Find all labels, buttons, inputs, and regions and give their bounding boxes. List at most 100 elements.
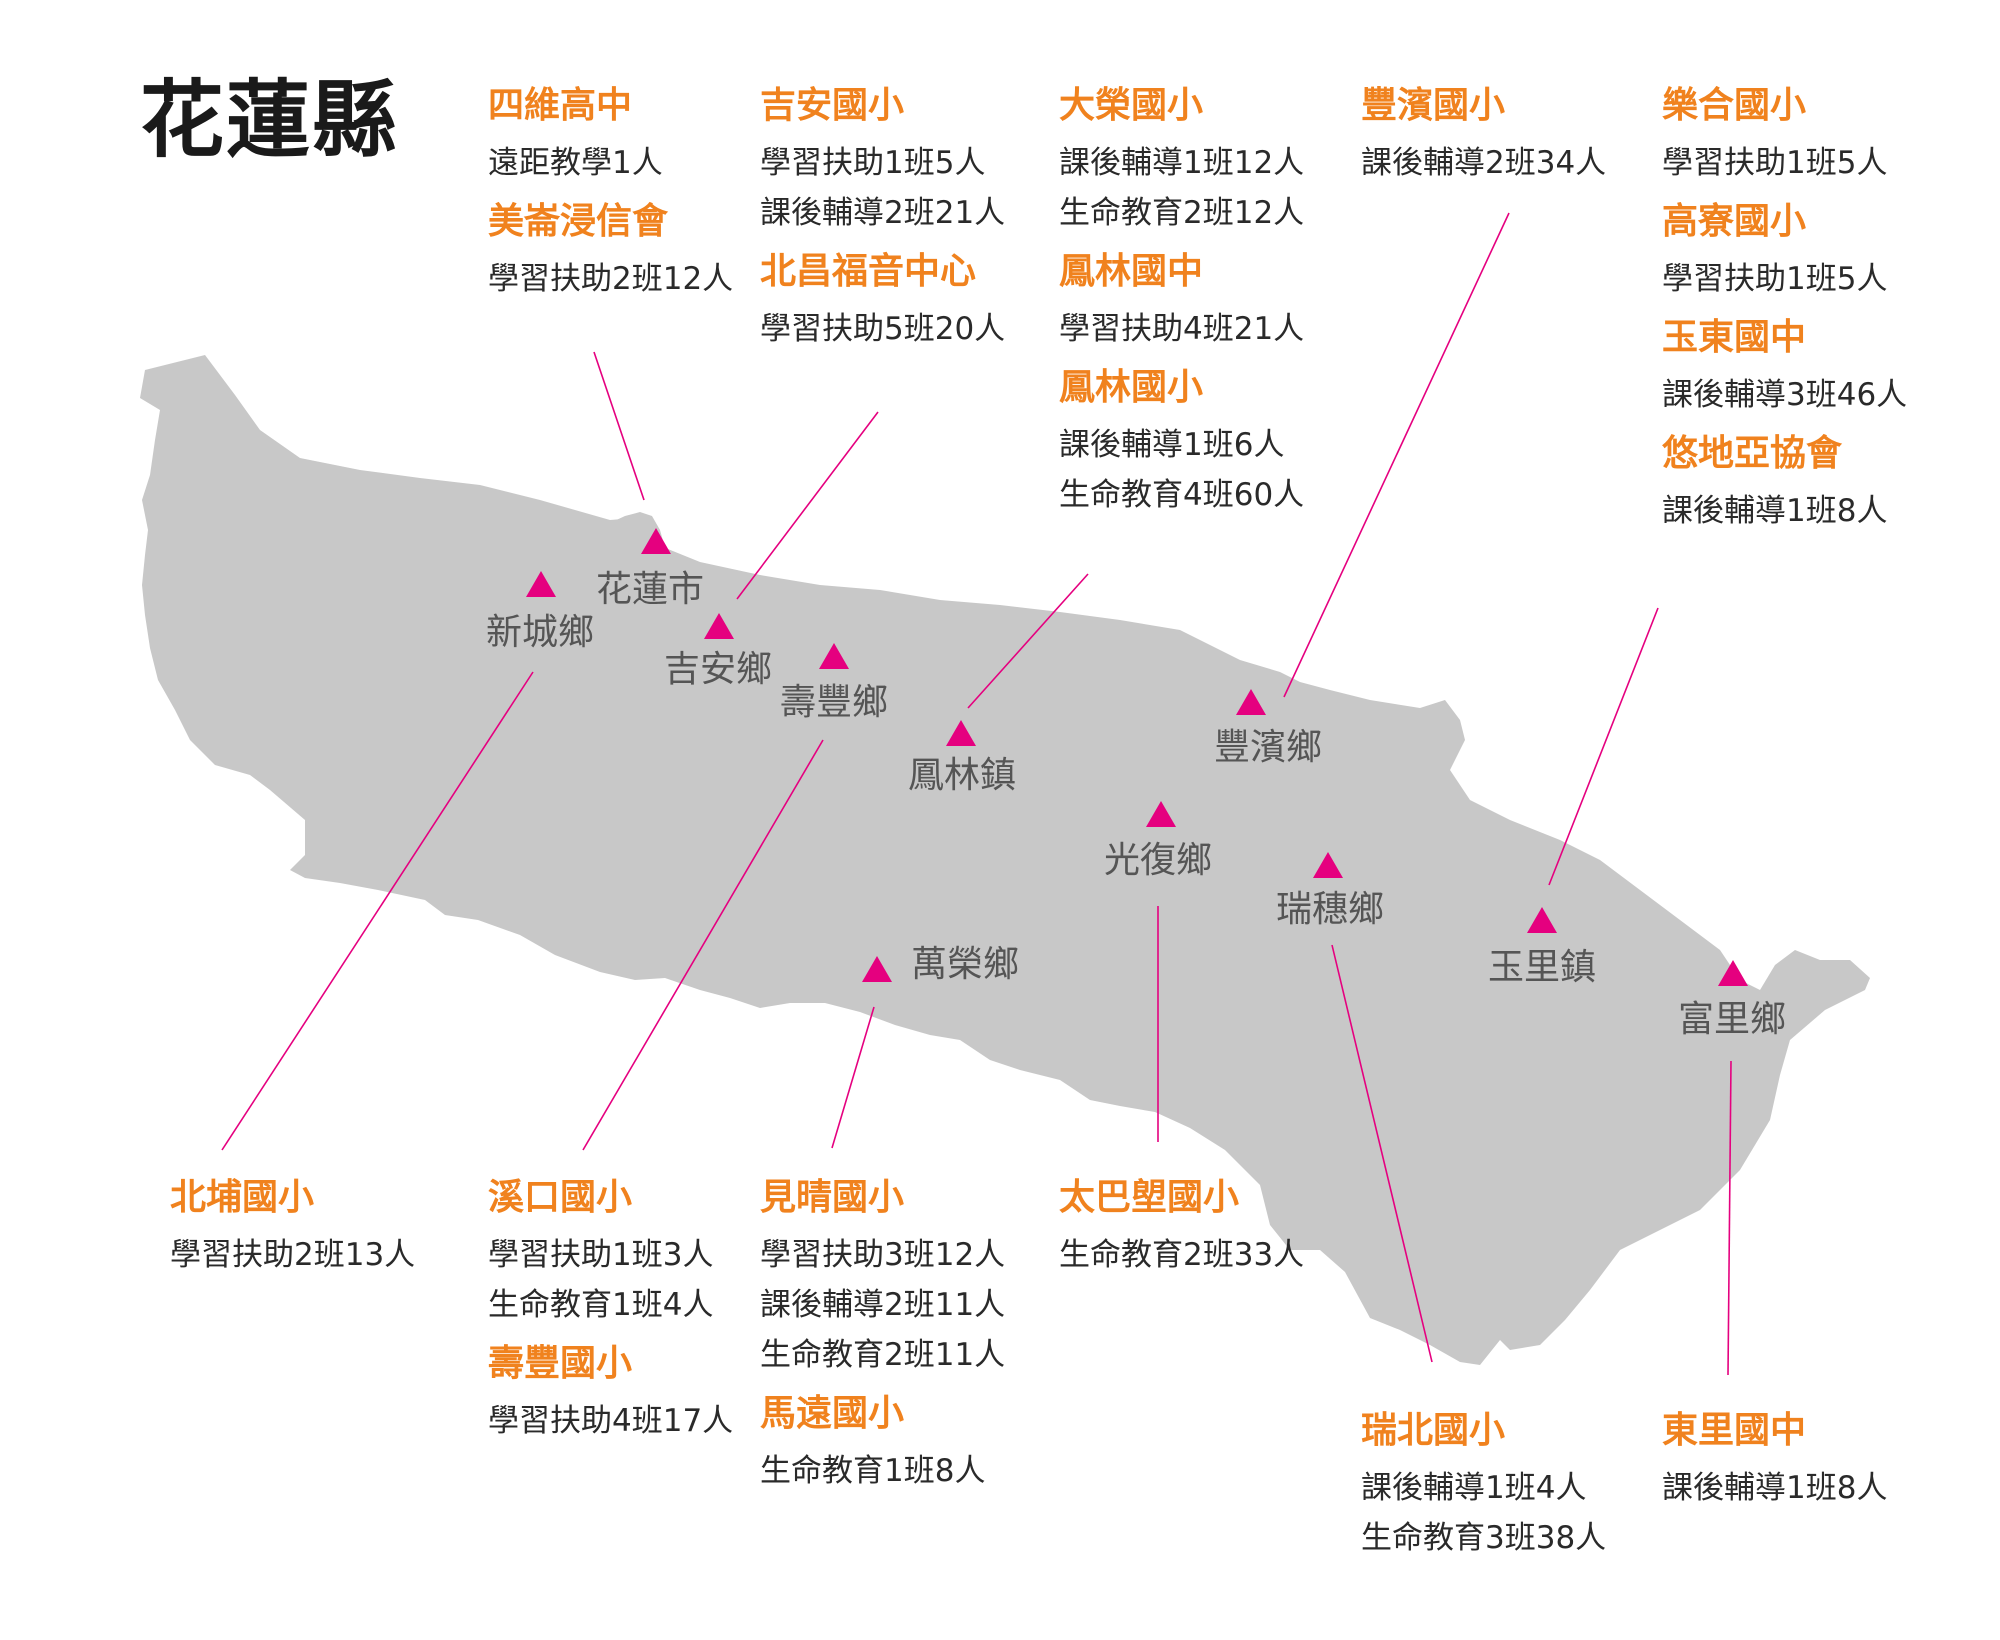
town-label: 新城鄉 <box>485 612 595 653</box>
school-entry: 美崙浸信會學習扶助2班12人 <box>488 196 733 304</box>
school-name: 玉東國中 <box>1662 317 1807 358</box>
program-line: 課後輔導1班4人 <box>1361 1470 1587 1506</box>
town-label: 瑞穗鄉 <box>1275 889 1385 930</box>
triangle-marker-icon <box>704 613 734 639</box>
school-group: 四維高中遠距教學1人美崙浸信會學習扶助2班12人 <box>488 80 733 304</box>
school-name: 悠地亞協會 <box>1662 433 1843 474</box>
school-entry: 壽豐國小學習扶助4班17人 <box>488 1338 733 1446</box>
program-line: 學習扶助2班13人 <box>170 1237 416 1273</box>
program-line: 遠距教學1人 <box>488 145 663 181</box>
school-entry: 樂合國小學習扶助1班5人 <box>1662 80 1907 188</box>
school-group: 北埔國小學習扶助2班13人 <box>170 1172 415 1280</box>
school-entry: 東里國中課後輔導1班8人 <box>1662 1405 1887 1513</box>
school-name: 吉安國小 <box>760 85 905 126</box>
school-name: 高寮國小 <box>1662 201 1807 242</box>
triangle-marker-icon <box>1527 907 1557 933</box>
school-name: 馬遠國小 <box>760 1393 905 1434</box>
program-line: 課後輔導3班46人 <box>1662 377 1908 413</box>
school-name: 東里國中 <box>1662 1410 1807 1451</box>
leader-line <box>831 1006 875 1149</box>
leader-line <box>1727 1060 1732 1376</box>
program-line: 學習扶助3班12人 <box>760 1237 1006 1273</box>
town-label: 富里鄉 <box>1677 999 1787 1040</box>
school-group: 瑞北國小課後輔導1班4人生命教育3班38人 <box>1361 1405 1606 1563</box>
program-line: 生命教育1班4人 <box>488 1287 714 1323</box>
triangle-marker-icon <box>819 643 849 669</box>
leader-line <box>967 573 1089 709</box>
program-line: 生命教育2班12人 <box>1059 195 1305 231</box>
school-name: 太巴塱國小 <box>1059 1177 1240 1218</box>
school-entry: 溪口國小學習扶助1班3人生命教育1班4人 <box>488 1172 733 1330</box>
program-line: 學習扶助4班21人 <box>1059 311 1305 347</box>
school-name: 溪口國小 <box>488 1177 633 1218</box>
triangle-marker-icon <box>946 720 976 746</box>
school-group: 溪口國小學習扶助1班3人生命教育1班4人壽豐國小學習扶助4班17人 <box>488 1172 733 1446</box>
program-line: 學習扶助1班5人 <box>1662 261 1888 297</box>
county-land-shape <box>140 355 1870 1365</box>
program-line: 課後輔導1班6人 <box>1059 427 1285 463</box>
school-name: 鳳林國小 <box>1059 367 1204 408</box>
school-entry: 玉東國中課後輔導3班46人 <box>1662 312 1907 420</box>
program-line: 學習扶助2班12人 <box>488 261 734 297</box>
town-label: 豐濱鄉 <box>1213 727 1323 768</box>
school-name: 壽豐國小 <box>488 1343 633 1384</box>
program-line: 生命教育3班38人 <box>1361 1520 1607 1556</box>
town-label: 花蓮市 <box>595 569 705 610</box>
leader-line <box>1283 212 1510 698</box>
program-line: 生命教育2班11人 <box>760 1337 1006 1373</box>
school-entry: 北埔國小學習扶助2班13人 <box>170 1172 415 1280</box>
school-name: 見晴國小 <box>760 1177 905 1218</box>
school-entry: 鳳林國中學習扶助4班21人 <box>1059 246 1304 354</box>
town-label: 壽豐鄉 <box>779 682 889 723</box>
program-line: 生命教育2班33人 <box>1059 1237 1305 1273</box>
town-label: 玉里鎮 <box>1487 947 1597 988</box>
program-line: 課後輔導2班21人 <box>760 195 1006 231</box>
school-entry: 高寮國小學習扶助1班5人 <box>1662 196 1907 304</box>
school-entry: 大榮國小課後輔導1班12人生命教育2班12人 <box>1059 80 1304 238</box>
town-markers <box>526 528 1748 986</box>
program-line: 生命教育1班8人 <box>760 1453 986 1489</box>
school-entry: 吉安國小學習扶助1班5人課後輔導2班21人 <box>760 80 1005 238</box>
school-entry: 北昌福音中心學習扶助5班20人 <box>760 246 1005 354</box>
leader-line <box>221 671 534 1151</box>
program-line: 課後輔導1班12人 <box>1059 145 1305 181</box>
school-entry: 鳳林國小課後輔導1班6人生命教育4班60人 <box>1059 362 1304 520</box>
school-entry: 悠地亞協會課後輔導1班8人 <box>1662 428 1907 536</box>
program-line: 課後輔導1班8人 <box>1662 493 1888 529</box>
school-group: 太巴塱國小生命教育2班33人 <box>1059 1172 1304 1280</box>
triangle-marker-icon <box>1313 852 1343 878</box>
town-label: 吉安鄉 <box>663 649 773 690</box>
school-name: 美崙浸信會 <box>488 201 669 242</box>
triangle-marker-icon <box>1718 960 1748 986</box>
leader-line <box>1548 607 1659 886</box>
school-entry: 太巴塱國小生命教育2班33人 <box>1059 1172 1304 1280</box>
leader-line <box>593 351 645 501</box>
program-line: 課後輔導2班11人 <box>760 1287 1006 1323</box>
program-line: 學習扶助1班5人 <box>760 145 986 181</box>
school-name: 四維高中 <box>488 85 633 126</box>
triangle-marker-icon <box>862 956 892 982</box>
page-title: 花蓮縣 <box>140 70 399 169</box>
school-name: 鳳林國中 <box>1059 251 1204 292</box>
school-group: 豐濱國小課後輔導2班34人 <box>1361 80 1606 188</box>
school-group: 東里國中課後輔導1班8人 <box>1662 1405 1887 1513</box>
leader-line <box>582 739 824 1151</box>
school-entry: 見晴國小學習扶助3班12人課後輔導2班11人生命教育2班11人 <box>760 1172 1005 1380</box>
program-line: 學習扶助5班20人 <box>760 311 1006 347</box>
school-entry: 四維高中遠距教學1人 <box>488 80 733 188</box>
school-name: 北埔國小 <box>170 1177 315 1218</box>
town-label: 光復鄉 <box>1103 840 1213 881</box>
school-name: 瑞北國小 <box>1361 1410 1506 1451</box>
school-name: 樂合國小 <box>1662 85 1807 126</box>
program-line: 生命教育4班60人 <box>1059 477 1305 513</box>
school-entry: 瑞北國小課後輔導1班4人生命教育3班38人 <box>1361 1405 1606 1563</box>
program-line: 學習扶助4班17人 <box>488 1403 734 1439</box>
triangle-marker-icon <box>1236 689 1266 715</box>
school-entry: 豐濱國小課後輔導2班34人 <box>1361 80 1606 188</box>
triangle-marker-icon <box>526 571 556 597</box>
program-line: 課後輔導1班8人 <box>1662 1470 1888 1506</box>
triangle-marker-icon <box>1146 801 1176 827</box>
school-name: 大榮國小 <box>1059 85 1204 126</box>
school-name: 豐濱國小 <box>1361 85 1506 126</box>
